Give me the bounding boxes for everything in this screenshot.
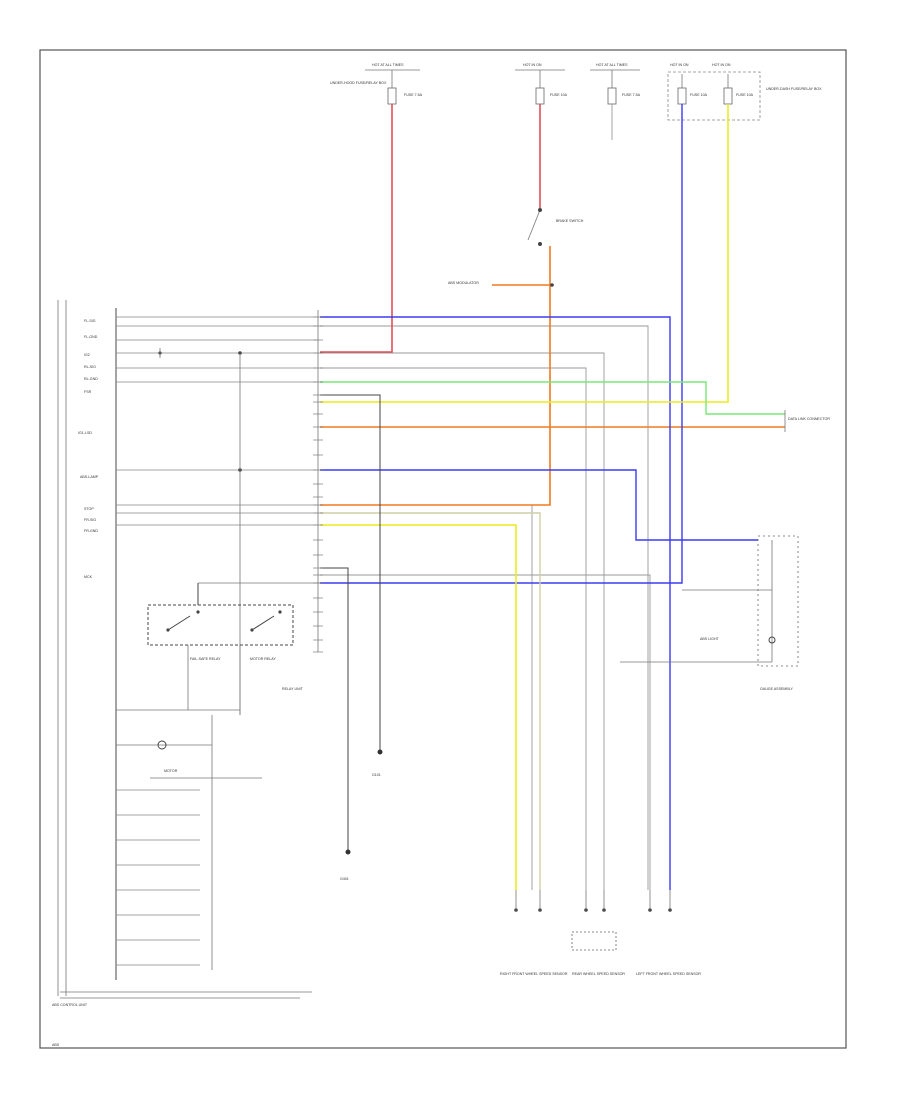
fuse-rating-4: FUSE 10A: [690, 93, 708, 97]
wire-tan-1: [320, 512, 541, 890]
motor-relay-label: MOTOR RELAY: [250, 657, 276, 661]
ws-right-front: RIGHT FRONT WHEEL SPEED SENSOR: [500, 890, 568, 976]
wire-blue-2: [320, 104, 683, 584]
ground-g1: G101: [372, 749, 383, 777]
pin-label-7: ABS-LAMP: [80, 475, 99, 479]
data-link-connector: DATA LINK CONNECTOR: [784, 410, 830, 432]
relay-unit-label: RELAY UNIT: [282, 687, 304, 691]
pin-label-11: MCK: [84, 575, 93, 579]
fuse-group-2: HOT IN ON FUSE 10A: [515, 63, 568, 105]
pin-label-3: RL-SIG: [84, 365, 96, 369]
ground-g1-label: G101: [372, 773, 381, 777]
wire-green-1: [320, 381, 785, 415]
fuse-group-1: HOT AT ALL TIMES FUSE 7.5A UNDER-HOOD FU…: [330, 63, 423, 105]
modulator-junction: [550, 283, 554, 287]
diagram-frame: [39, 49, 847, 1049]
ecu-label: ABS CONTROL UNIT: [52, 1003, 88, 1007]
pin-label-10: FR-GND: [84, 529, 98, 533]
brake-switch: BRAKE SWITCH: [527, 208, 584, 246]
fuse-group-3: HOT AT ALL TIMES FUSE 7.5A: [590, 63, 641, 105]
relay-unit: FAIL-SAFE RELAY MOTOR RELAY RELAY UNIT: [116, 582, 320, 715]
underhood-box-label: UNDER-HOOD FUSE/RELAY BOX: [330, 81, 387, 85]
fuse-label-2: HOT IN ON: [523, 63, 542, 67]
bottom-tag: ABS: [52, 1043, 60, 1047]
abs-light-label: ABS LIGHT: [700, 637, 720, 641]
wire-orange-2: [320, 246, 551, 506]
fuse-rating-5: FUSE 10A: [736, 93, 754, 97]
ws-rear: REAR WHEEL SPEED SENSOR: [571, 890, 625, 976]
dlc-label: DATA LINK CONNECTOR: [788, 417, 830, 421]
pin-label-4: RL-GND: [84, 377, 98, 381]
fail-relay-label: FAIL-SAFE RELAY: [190, 657, 221, 661]
modulator-label: ABS MODULATOR: [448, 281, 479, 285]
wire-yellow-2: [320, 524, 517, 890]
brake-switch-label: BRAKE SWITCH: [556, 219, 584, 223]
gauge-assembly: ABS LIGHT GAUGE ASSEMBLY: [620, 535, 799, 691]
wire-red-1: [320, 104, 393, 353]
modulator-connector: [313, 310, 323, 653]
dash-box-label: UNDER-DASH FUSE/RELAY BOX: [766, 87, 822, 91]
pin-label-1: FL-GND: [84, 335, 98, 339]
fuse-rating-3: FUSE 7.5A: [622, 93, 641, 97]
pin-label-5: FSR: [84, 390, 92, 394]
abs-motor: MOTOR: [116, 715, 262, 970]
ws-rear-label: REAR WHEEL SPEED SENSOR: [572, 972, 625, 976]
ground-g2: G401: [340, 849, 351, 881]
wire-black-2: [320, 567, 349, 850]
fuse-label-5: HOT IN ON: [712, 63, 731, 67]
pin-label-8: STOP: [84, 507, 94, 511]
pin-label-2: IG2: [84, 353, 90, 357]
wire-yellow-1: [320, 104, 729, 403]
gray-wires: [320, 104, 651, 890]
pin-label-9: FR-SIG: [84, 518, 96, 522]
motor-label: MOTOR: [164, 769, 178, 773]
wire-black-1: [320, 394, 381, 750]
pin-label-6: IG1-LSD: [78, 431, 92, 435]
fuse-rating-1: FUSE 7.5A: [404, 93, 423, 97]
ws-left-front: LEFT FRONT WHEEL SPEED SENSOR: [636, 890, 701, 976]
fuse-label-1: HOT AT ALL TIMES: [372, 63, 404, 67]
wire-blue-3: [320, 469, 758, 541]
fuse-label-4: HOT IN ON: [670, 63, 689, 67]
abs-control-unit: ABS CONTROL UNIT ABS FL-SIG FL-GND IG2 R…: [52, 300, 318, 1047]
gauge-label: GAUGE ASSEMBLY: [760, 687, 793, 691]
ground-g2-label: G401: [340, 877, 349, 881]
ws-rf-label: RIGHT FRONT WHEEL SPEED SENSOR: [500, 972, 568, 976]
wire-blue-1: [320, 316, 671, 890]
fuse-group-4: HOT IN ON HOT IN ON FUSE 10A FUSE 10A UN…: [667, 63, 822, 121]
pin-label-0: FL-SIG: [84, 319, 96, 323]
ws-lf-label: LEFT FRONT WHEEL SPEED SENSOR: [636, 972, 701, 976]
fuse-label-3: HOT AT ALL TIMES: [596, 63, 628, 67]
fuse-rating-2: FUSE 10A: [550, 93, 568, 97]
